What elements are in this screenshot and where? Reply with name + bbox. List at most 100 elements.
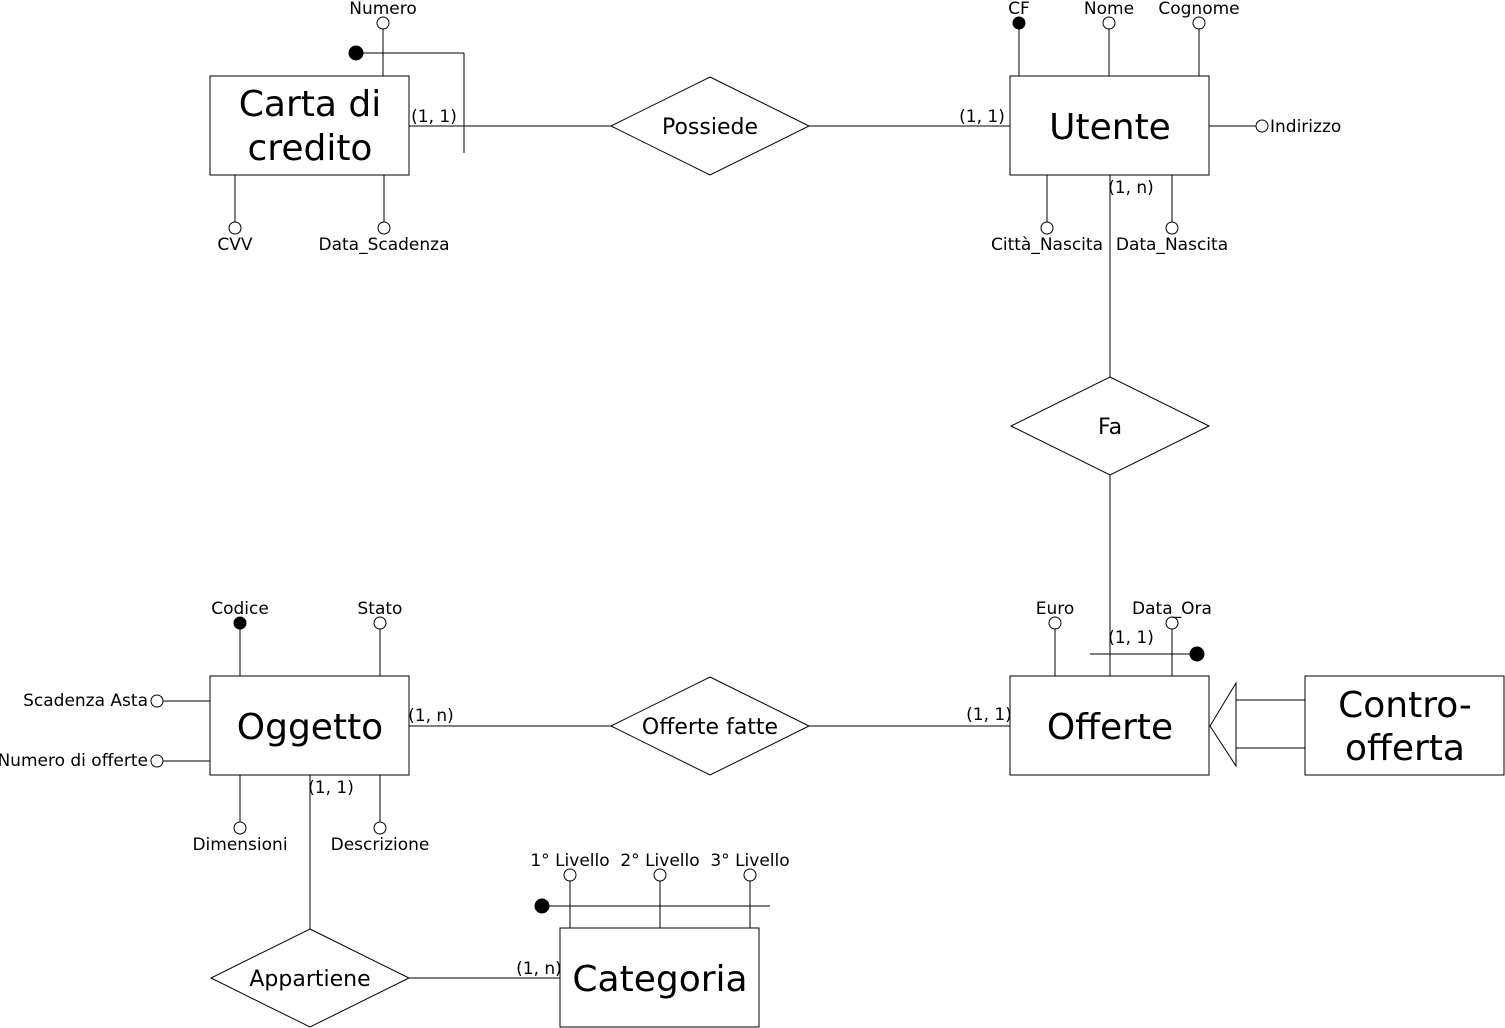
attribute-livello-1: 1° Livello [530,851,610,928]
entity-box [209,75,410,176]
attribute-label: CVV [217,235,252,255]
entity-label: Offerte [1047,707,1173,748]
attribute-label: CF [1008,0,1030,19]
attribute-key-circle [1012,16,1026,30]
entity-label-line2: offerta [1345,728,1465,769]
attribute-cvv: CVV [217,175,253,255]
attribute-label: Numero [349,0,417,19]
attribute-circle [743,868,757,882]
attribute-label: Nome [1084,0,1134,19]
attribute-cognome: Cognome [1158,0,1240,76]
attribute-circle [233,821,247,835]
attribute-label: Data_Ora [1132,599,1212,619]
attribute-data-scadenza: Data_Scadenza [318,175,450,255]
attribute-nome: Nome [1084,0,1134,76]
cardinality-carta-possiede: (1, 1) [411,107,457,127]
attribute-circle [150,694,164,708]
attribute-circle [228,221,242,235]
attribute-circle [653,868,667,882]
attribute-circle [373,616,387,630]
relationship-possiede[interactable]: Possiede [609,76,811,176]
attribute-citta-nascita: Città_Nascita [991,175,1103,255]
relationship-diamond [1009,376,1211,476]
attribute-circle [1192,16,1206,30]
attribute-circle [1040,221,1054,235]
external-identifier-carta [348,45,465,153]
generalization-arrowhead [1209,681,1237,768]
attribute-circle [563,868,577,882]
attribute-label: Euro [1036,599,1075,619]
relationship-fa[interactable]: Fa [1009,376,1211,476]
entity-box [1009,675,1210,776]
attribute-label: Scadenza Asta [23,691,148,711]
relationship-label: Possiede [662,115,758,140]
attribute-codice: Codice [211,599,269,676]
attribute-label: Data_Nascita [1116,235,1228,255]
entity-label: Oggetto [237,707,383,748]
relationship-diamond [209,928,411,1028]
entity-box [209,675,410,776]
attribute-label: Stato [358,599,403,619]
attribute-circle [1165,616,1179,630]
attribute-label: 1° Livello [530,851,609,871]
attribute-key-circle [233,616,247,630]
entity-controfferta[interactable]: Contro- offerta [1304,675,1505,776]
attribute-label: Descrizione [331,835,430,855]
entity-label: Categoria [572,959,747,1000]
attribute-euro: Euro [1036,599,1075,676]
attribute-circle [376,16,390,30]
attribute-circle [1102,16,1116,30]
entity-label-line1: Contro- [1338,685,1472,726]
entity-box [559,927,760,1028]
entity-offerte[interactable]: Offerte [1009,675,1210,776]
cardinality-offerte-offerte-fatte: (1, 1) [966,705,1012,725]
composite-identifier-categoria [534,898,770,914]
attribute-data-ora: Data_Ora [1132,599,1212,676]
entity-box [1009,75,1210,176]
attribute-stato: Stato [358,599,403,676]
cardinality-oggetto-offerte-fatte: (1, n) [408,706,454,726]
identifier-dot [1189,646,1205,662]
attribute-descrizione: Descrizione [331,775,430,855]
relationship-label: Fa [1098,415,1122,440]
relationship-label: Offerte fatte [642,715,778,740]
cardinality-oggetto-appartiene: (1, 1) [308,778,354,798]
attribute-label: Cognome [1158,0,1239,19]
cardinality-utente-possiede: (1, 1) [959,107,1005,127]
attribute-label: Città_Nascita [991,235,1103,255]
attribute-livello-3: 3° Livello [710,851,790,928]
composite-identifier-offerte [1090,646,1205,662]
attribute-label: Codice [211,599,269,619]
entity-box [1304,675,1505,776]
attribute-circle [373,821,387,835]
attribute-circle [1048,616,1062,630]
attribute-dimensioni: Dimensioni [192,775,288,855]
entity-label-line1: Carta di [239,84,381,125]
generalization-arrow [1209,681,1305,768]
entity-categoria[interactable]: Categoria [559,927,760,1028]
attribute-label: 3° Livello [710,851,789,871]
attribute-indirizzo: Indirizzo [1209,117,1341,137]
relationship-offerte-fatte[interactable]: Offerte fatte [609,676,811,776]
attribute-label: 2° Livello [620,851,699,871]
relationship-diamond [609,76,811,176]
entity-utente[interactable]: Utente [1009,75,1210,176]
relationship-diamond [609,676,811,776]
attribute-label: Numero di offerte [0,751,148,771]
attribute-numero: Numero [349,0,417,76]
attribute-label: Indirizzo [1270,117,1341,137]
attribute-circle [150,754,164,768]
cardinality-utente-fa: (1, n) [1108,178,1154,198]
attribute-numero-offerte: Numero di offerte [0,751,210,771]
relationship-label: Appartiene [249,967,370,992]
attribute-circle [1255,119,1269,133]
entity-carta-di-credito[interactable]: Carta di credito [209,75,410,176]
attribute-label: Dimensioni [192,835,287,855]
relationship-appartiene[interactable]: Appartiene [209,928,411,1028]
entity-oggetto[interactable]: Oggetto [209,675,410,776]
attribute-cf: CF [1008,0,1030,76]
entity-label-line2: credito [248,128,373,169]
attribute-label: Data_Scadenza [318,235,449,255]
attribute-livello-2: 2° Livello [620,851,700,928]
